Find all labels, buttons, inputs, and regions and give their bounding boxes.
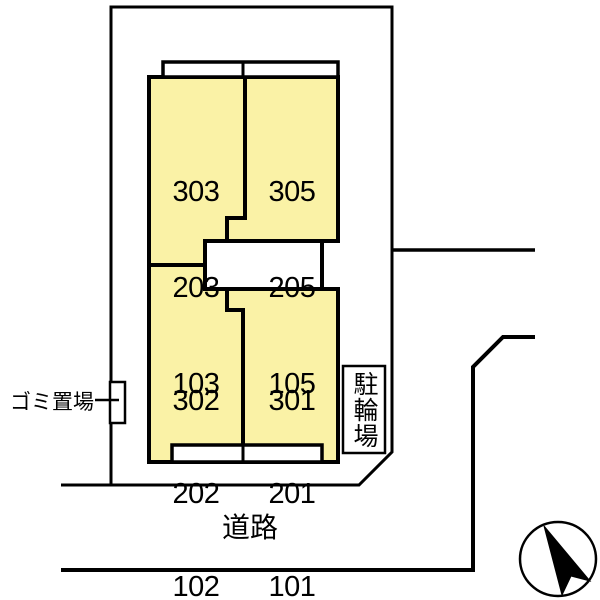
unit-numbers-lower-right: 301 201 101 xyxy=(245,324,339,600)
unit-number: 103 xyxy=(172,368,220,400)
unit-number: 302 xyxy=(172,385,220,417)
unit-number: 203 xyxy=(172,272,220,304)
unit-number: 303 xyxy=(172,176,220,208)
unit-numbers-lower-left: 302 202 102 xyxy=(149,324,243,600)
unit-numbers-upper-left: 303 203 103 xyxy=(149,112,243,464)
north-arrow-compass-icon xyxy=(518,520,598,598)
unit-number: 101 xyxy=(268,571,316,600)
site-boundary-line xyxy=(61,5,394,487)
unit-number: 205 xyxy=(268,272,316,304)
unit-numbers-upper-right: 305 205 105 xyxy=(245,112,339,464)
garbage-place-label: ゴミ置場 xyxy=(10,391,94,414)
unit-number: 105 xyxy=(268,368,316,400)
unit-number: 102 xyxy=(172,571,220,600)
road-label: 道路 xyxy=(221,512,278,543)
garbage-place-box xyxy=(108,380,127,425)
bottom-balcony-strip xyxy=(170,443,324,464)
compass-arrow xyxy=(543,525,592,597)
unit-number: 301 xyxy=(268,385,316,417)
unit-number: 201 xyxy=(268,478,316,510)
bicycle-parking-box xyxy=(341,364,387,455)
unit-number: 305 xyxy=(268,176,316,208)
bicycle-parking-label: 駐輪場 xyxy=(350,370,378,449)
entrance-hall-box xyxy=(203,239,324,291)
road-edge-bottom-line xyxy=(61,335,535,572)
top-balcony-strip xyxy=(161,60,340,79)
unit-number: 202 xyxy=(172,478,220,510)
